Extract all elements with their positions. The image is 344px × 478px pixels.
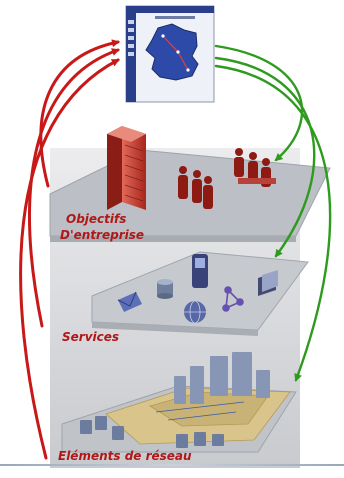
folder-icon: [258, 270, 278, 296]
globe-icon: [184, 300, 206, 324]
monitor-map-icon: [125, 5, 215, 103]
network-layer-label: Eléments de réseau: [58, 449, 192, 463]
office-tower-icon: [107, 126, 146, 210]
business-layer-label-line2: D'entreprise: [60, 228, 145, 242]
business-layer-label-line1: Objectifs: [66, 212, 127, 226]
services-layer-slab: [91, 251, 309, 331]
envelope-icon: [117, 291, 142, 312]
hub-icon: [174, 352, 270, 404]
services-layer-label: Services: [62, 330, 120, 344]
database-icon: [157, 279, 173, 299]
network-nodes-icon: [222, 286, 244, 312]
escalation-arrows: [19, 39, 120, 460]
people-group-icon: [178, 148, 276, 209]
bottom-divider: [0, 464, 344, 466]
workstation-icon: [80, 416, 224, 448]
feedback-arrows: [214, 44, 332, 382]
france-map-shape: [145, 23, 199, 81]
server-icon: [192, 254, 208, 288]
